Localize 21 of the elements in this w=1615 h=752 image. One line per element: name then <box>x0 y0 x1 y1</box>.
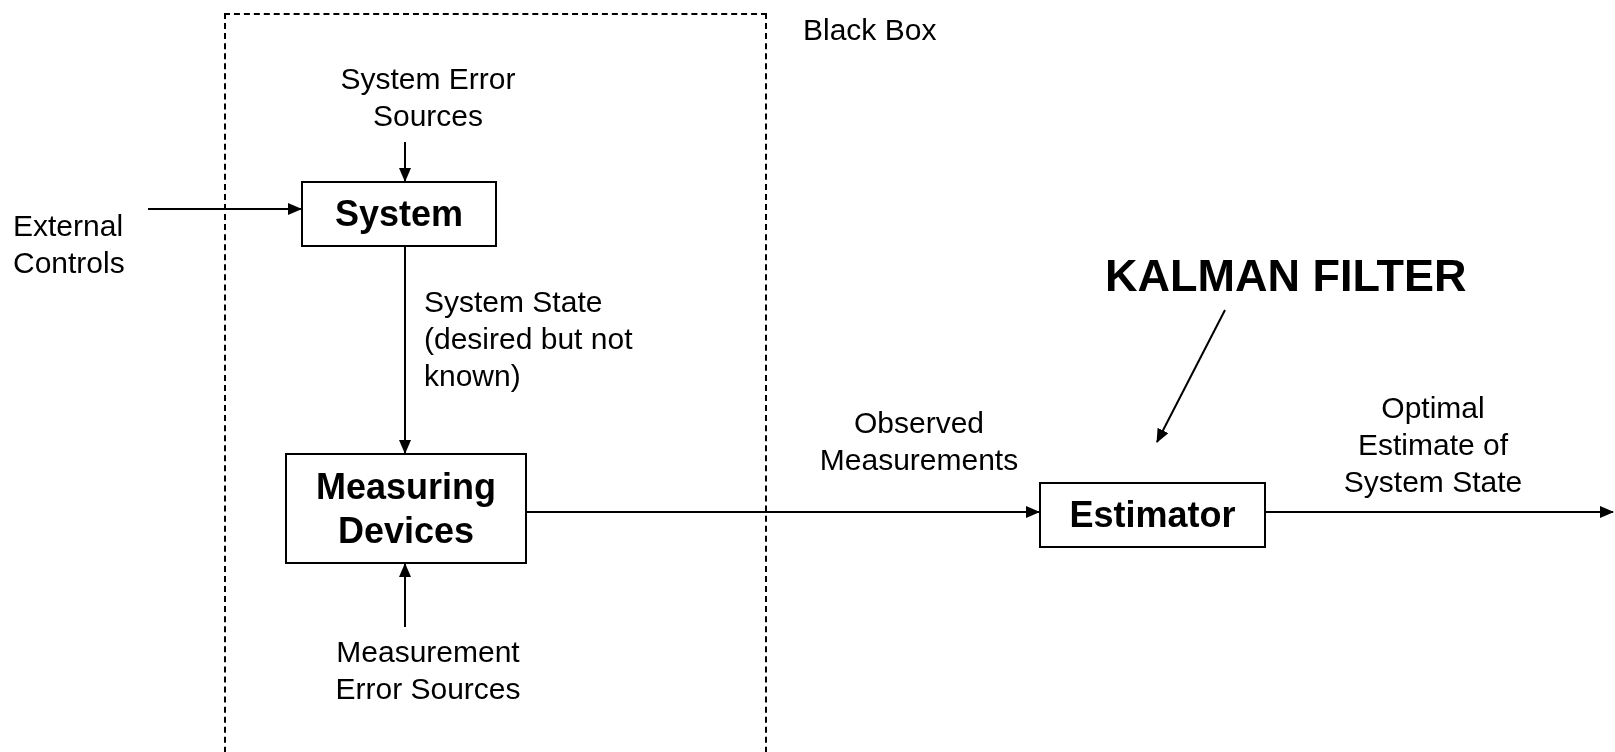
box-label: Measuring Devices <box>314 464 497 553</box>
process-box <box>1039 482 1266 548</box>
box-label: Estimator <box>1069 493 1236 537</box>
node-text: System Error Sources <box>330 60 526 134</box>
node-text: Measurement Error Sources <box>330 633 526 707</box>
arrow <box>399 246 411 454</box>
title-text: KALMAN FILTER <box>1105 250 1467 302</box>
arrow <box>1265 506 1614 518</box>
arrow <box>526 506 1040 518</box>
process-box <box>301 181 497 247</box>
box-label: System <box>334 192 464 236</box>
boundary-label: Black Box <box>803 12 937 48</box>
edge-label: Optimal Estimate of System State <box>1342 390 1524 500</box>
edge-label: Observed Measurements <box>818 405 1020 478</box>
leader-arrow <box>1156 309 1226 443</box>
arrow <box>399 141 411 182</box>
arrow <box>147 203 302 215</box>
process-box <box>285 453 527 564</box>
arrow <box>399 563 411 628</box>
node-text: External Controls <box>13 207 143 281</box>
edge-label: System State (desired but not known) <box>424 284 634 394</box>
